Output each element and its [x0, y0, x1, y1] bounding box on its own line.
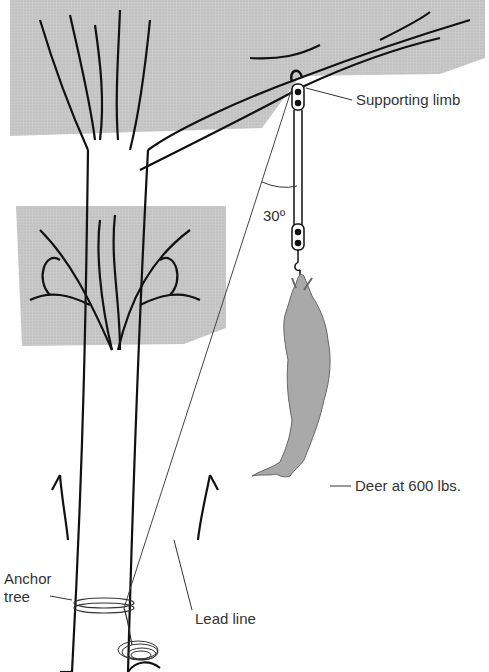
- part-label: Deer at 600 lbs.: [355, 477, 461, 495]
- rope-coil: [118, 641, 158, 660]
- deer-carcass: [252, 274, 330, 476]
- lower-canopy: [16, 206, 226, 346]
- part-label: Anchor tree: [4, 570, 52, 606]
- part-label: Supporting limb: [356, 91, 460, 109]
- leader-lines: [50, 88, 352, 610]
- deer-legs: [292, 278, 312, 290]
- part-label: Lead line: [195, 610, 256, 628]
- anchor-knot: [74, 598, 134, 645]
- block-and-tackle: [291, 71, 304, 292]
- angle-label: 30º: [263, 207, 285, 225]
- angle-arc: [262, 182, 297, 187]
- lead-line: [124, 88, 292, 608]
- tree-trunk: [30, 10, 470, 672]
